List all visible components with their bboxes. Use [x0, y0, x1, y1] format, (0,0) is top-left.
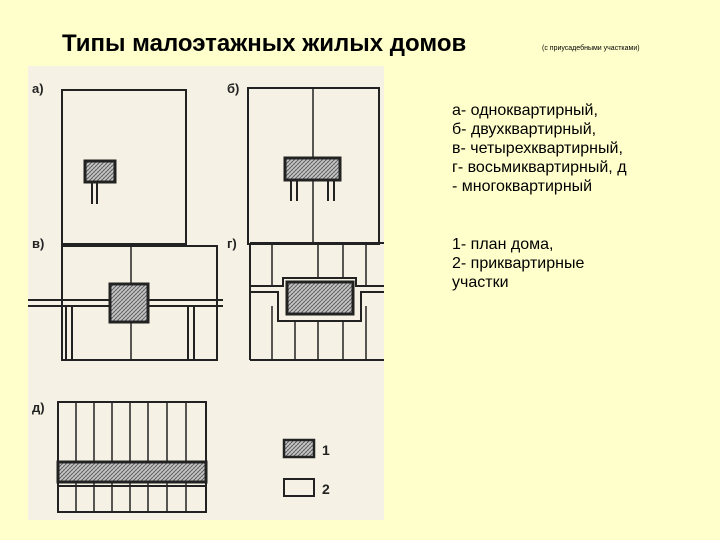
key-plot-swatch	[283, 478, 315, 497]
panel-g-road-top	[250, 277, 384, 287]
legend-type-g: г- восьмиквартирный, д	[452, 159, 627, 176]
panel-v: в)	[28, 236, 223, 361]
legend-key-2-cont: участки	[452, 274, 509, 291]
legend-type-d: - многоквартирный	[452, 178, 593, 195]
diagram-key: 1 2	[282, 438, 330, 497]
key-house-label: 1	[322, 442, 330, 458]
panel-g-road-bottom	[250, 291, 384, 322]
key-house-swatch	[282, 438, 316, 459]
panel-b-label: б)	[227, 81, 239, 96]
panel-g-house	[285, 280, 355, 316]
panel-a-label: а)	[32, 81, 44, 96]
house-types-diagram: а) б) в)	[28, 66, 384, 520]
key-plot-label: 2	[322, 481, 330, 497]
panel-d-label: д)	[32, 400, 45, 415]
panel-d-plot	[57, 401, 207, 513]
legend-type-v: в- четырехквартирный,	[452, 140, 623, 157]
panel-v-label: в)	[32, 236, 44, 251]
legend-keys: 1- план дома, 2- приквартирные участки	[452, 235, 714, 292]
panel-g: г)	[227, 236, 384, 361]
panel-d: д)	[32, 400, 208, 513]
legend-key-1: 1- план дома,	[452, 236, 554, 253]
page-title: Типы малоэтажных жилых домов	[62, 30, 467, 57]
legend-key-2: 2- приквартирные	[452, 255, 585, 272]
page-subtitle: (с приусадебными участками)	[542, 45, 640, 52]
panel-a-house	[83, 159, 117, 184]
panel-b-house	[283, 156, 342, 182]
panel-g-label: г)	[227, 236, 237, 251]
legend-house-types: а- одноквартирный, б- двухквартирный, в-…	[452, 101, 714, 196]
panel-d-house	[56, 460, 208, 484]
panel-a: а)	[32, 81, 187, 245]
panel-v-house	[108, 282, 150, 324]
legend-type-b: б- двухквартирный,	[452, 121, 597, 138]
panel-a-plot	[61, 89, 187, 245]
panel-v-plot	[61, 245, 218, 361]
legend-type-a: а- одноквартирный,	[452, 102, 598, 119]
